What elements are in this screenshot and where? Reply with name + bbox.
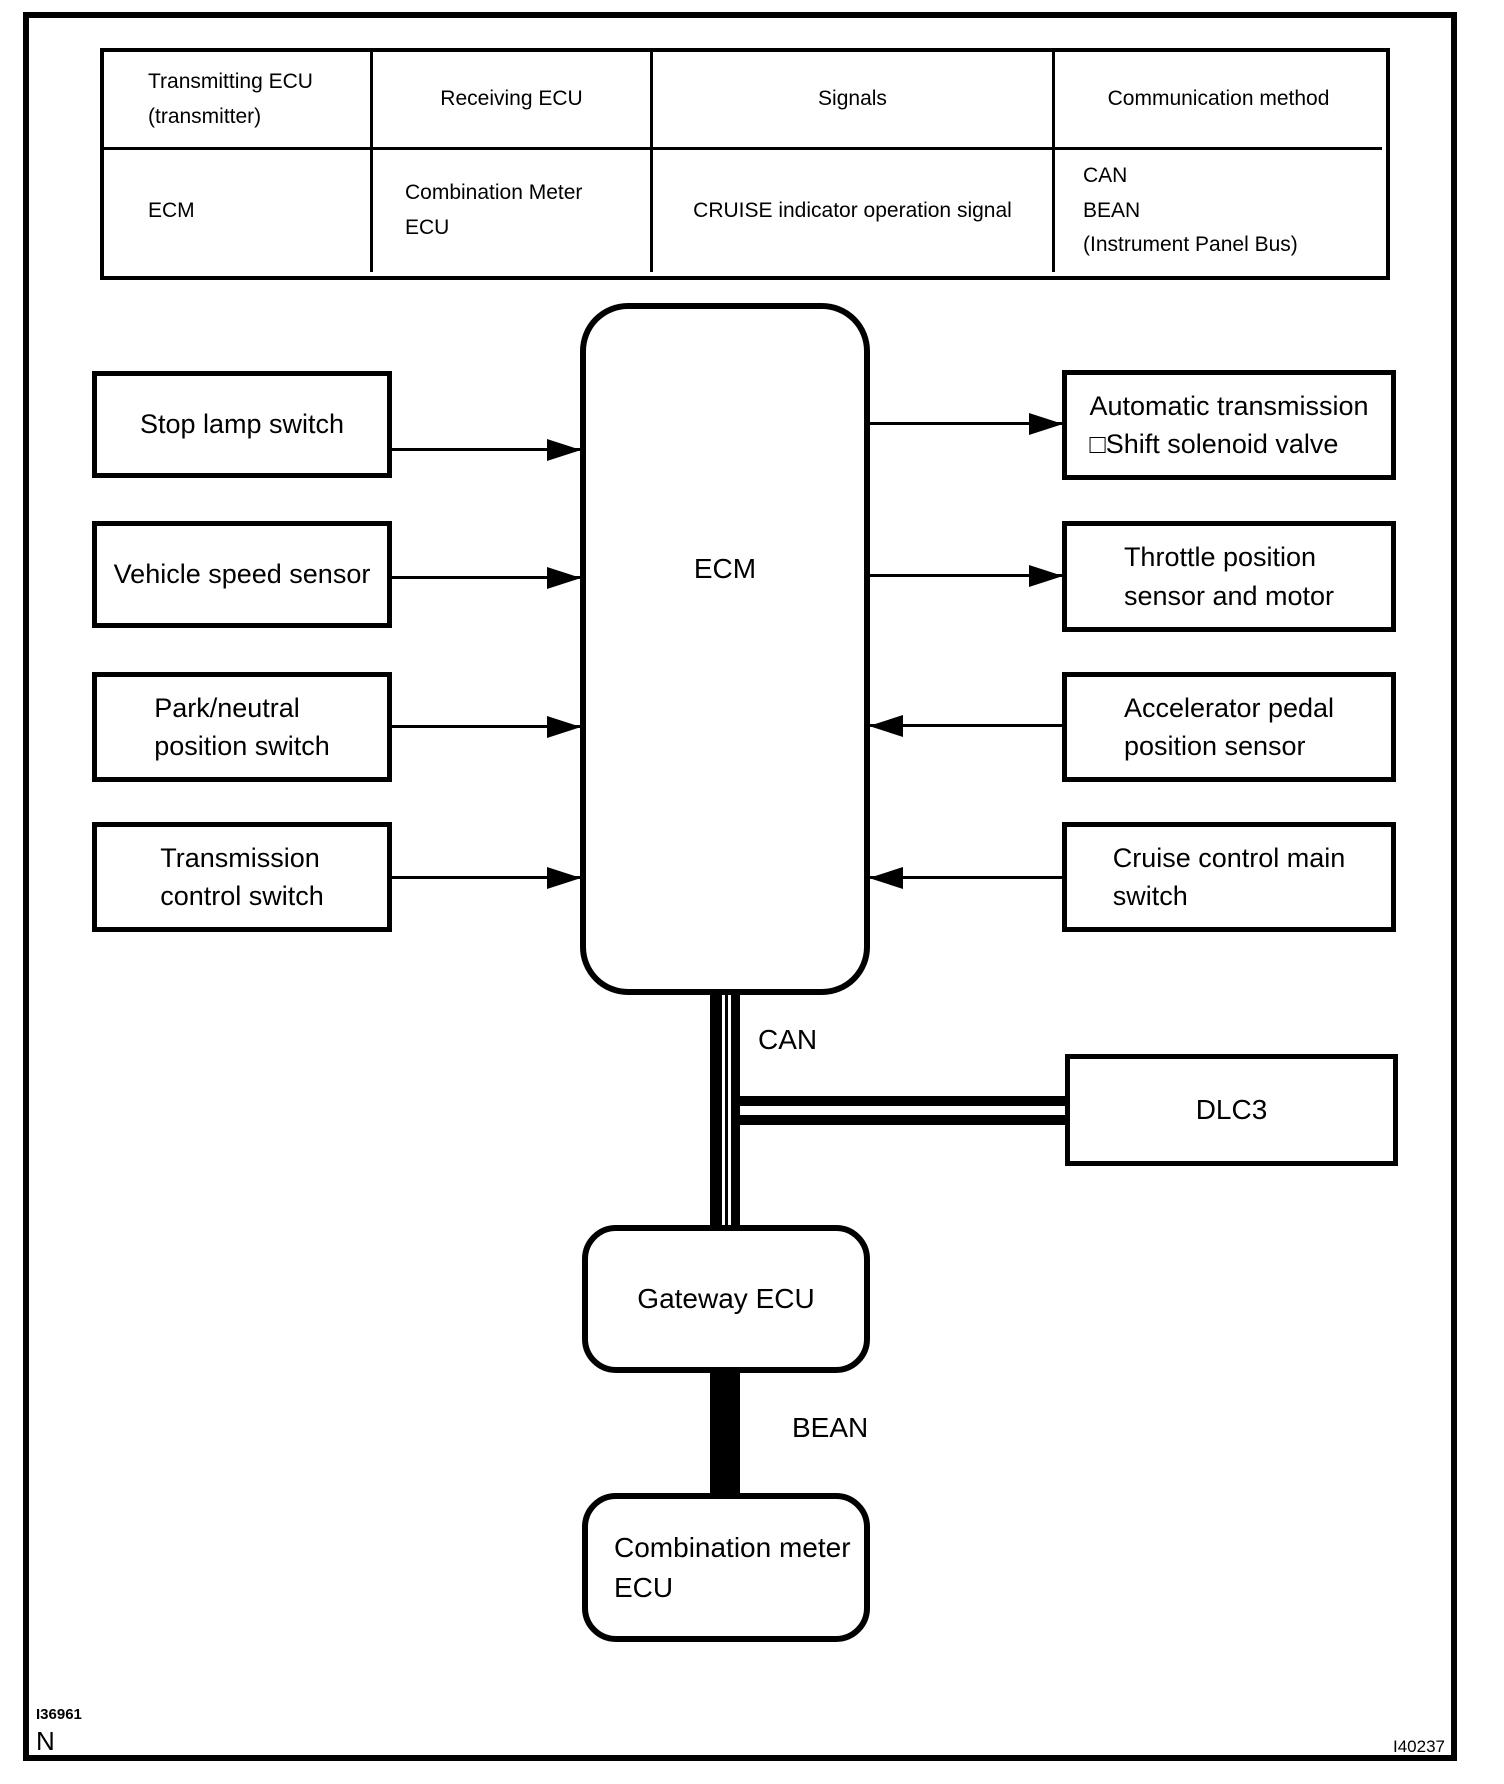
box-label: Stop lamp switch bbox=[139, 409, 345, 440]
arrow-vehicle-speed-sensor-to-ecm bbox=[392, 566, 581, 589]
figure-code-left: I36961 bbox=[36, 1706, 82, 1723]
arrow-stop-lamp-switch-to-ecm bbox=[392, 438, 581, 461]
arrowhead-right-icon bbox=[547, 715, 581, 738]
note-n: N bbox=[36, 1726, 55, 1756]
table-cell-communication-method-value: CAN BEAN (Instrument Panel Bus) bbox=[1083, 164, 1298, 257]
arrowhead-left-icon bbox=[869, 866, 903, 889]
arrow-park-neutral-switch-to-ecm bbox=[392, 715, 581, 738]
box-label: Park/neutral position switch bbox=[154, 692, 330, 761]
signal-table: Transmitting ECU (transmitter) Receiving… bbox=[100, 48, 1390, 280]
box-dlc3: DLC3 bbox=[1065, 1054, 1398, 1166]
arrowhead-right-icon bbox=[547, 866, 581, 889]
box-label: Gateway ECU bbox=[637, 1283, 815, 1315]
box-label: DLC3 bbox=[1195, 1094, 1268, 1126]
box-label: Combination meter ECU bbox=[614, 1532, 851, 1603]
bean-bus-vertical bbox=[710, 1373, 740, 1493]
can-branch-dlc3-lower bbox=[733, 1115, 1065, 1125]
box-accelerator-pedal-position-sensor: Accelerator pedal position sensor bbox=[1062, 672, 1396, 782]
box-gateway-ecu: Gateway ECU bbox=[582, 1225, 870, 1373]
can-bus-label: CAN bbox=[758, 1024, 818, 1055]
box-label: Accelerator pedal position sensor bbox=[1123, 692, 1335, 761]
arrow-accelerator-pedal-to-ecm bbox=[869, 714, 1062, 737]
box-ecm: ECM bbox=[580, 303, 870, 995]
box-vehicle-speed-sensor: Vehicle speed sensor bbox=[92, 521, 392, 628]
arrowhead-right-icon bbox=[547, 438, 581, 461]
arrowhead-left-icon bbox=[869, 714, 903, 737]
arrow-cruise-main-switch-to-ecm bbox=[869, 866, 1062, 889]
outer-frame bbox=[23, 12, 1457, 1761]
table-cell-transmitting-value: ECM bbox=[104, 150, 373, 272]
arrow-transmission-control-switch-to-ecm bbox=[392, 866, 581, 889]
table-header-transmitting-ecu: Transmitting ECU (transmitter) bbox=[104, 52, 373, 150]
box-cruise-control-main-switch: Cruise control main switch bbox=[1062, 822, 1396, 932]
table-header-receiving-ecu: Receiving ECU bbox=[373, 52, 653, 150]
box-label: Throttle position sensor and motor bbox=[1123, 542, 1335, 611]
arrowhead-right-icon bbox=[1029, 564, 1063, 587]
box-stop-lamp-switch: Stop lamp switch bbox=[92, 371, 392, 478]
box-throttle-position-sensor-and-motor: Throttle position sensor and motor bbox=[1062, 521, 1396, 632]
can-branch-dlc3-upper bbox=[740, 1096, 1065, 1106]
bean-bus-label: BEAN bbox=[792, 1412, 869, 1443]
box-label: Transmission control switch bbox=[160, 842, 324, 911]
arrow-ecm-to-throttle-position bbox=[870, 564, 1063, 587]
ecm-label: ECM bbox=[693, 553, 757, 584]
table-cell-signals-value: CRUISE indicator operation signal bbox=[653, 150, 1055, 272]
box-park-neutral-position-switch: Park/neutral position switch bbox=[92, 672, 392, 782]
table-header-communication-method: Communication method bbox=[1055, 52, 1382, 150]
box-automatic-transmission-shift-solenoid-valve: Automatic transmission □Shift solenoid v… bbox=[1062, 370, 1396, 480]
arrowhead-right-icon bbox=[1029, 412, 1063, 435]
figure-code-right: I40237 bbox=[1393, 1737, 1445, 1756]
table-header-signals: Signals bbox=[653, 52, 1055, 150]
table-cell-receiving-value: Combination Meter ECU bbox=[373, 150, 653, 272]
box-label: Automatic transmission □Shift solenoid v… bbox=[1089, 390, 1369, 459]
can-bus-vertical bbox=[710, 995, 740, 1225]
box-transmission-control-switch: Transmission control switch bbox=[92, 822, 392, 932]
box-label: Cruise control main switch bbox=[1112, 842, 1346, 911]
arrow-ecm-to-automatic-transmission bbox=[870, 412, 1063, 435]
box-combination-meter-ecu: Combination meter ECU bbox=[582, 1493, 870, 1642]
arrowhead-right-icon bbox=[547, 566, 581, 589]
box-label: Vehicle speed sensor bbox=[113, 559, 371, 590]
